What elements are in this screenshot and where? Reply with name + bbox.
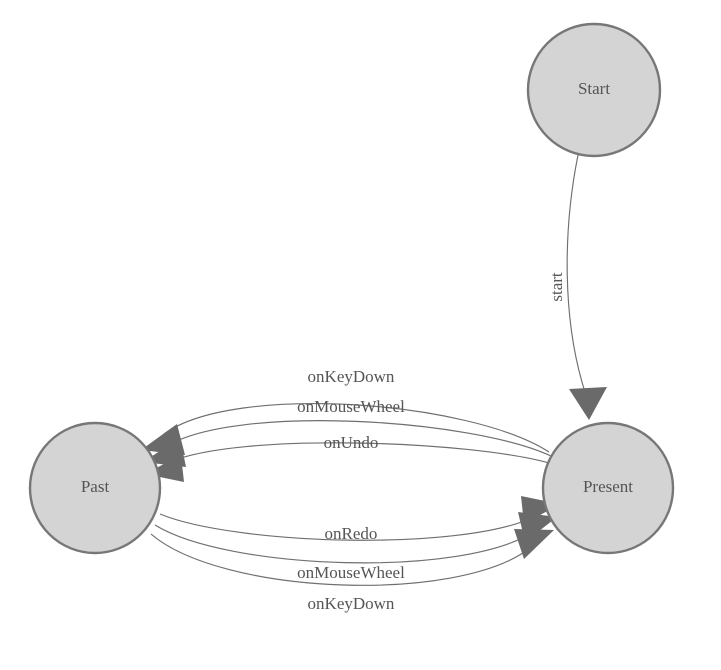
node-present[interactable]: Present <box>541 421 675 555</box>
node-start-label: Start <box>578 79 610 98</box>
edge-label-undo-undo: onUndo <box>324 433 379 452</box>
node-past[interactable]: Past <box>28 421 162 555</box>
arrowhead-redo-keydown <box>514 529 554 559</box>
edge-start-to-present[interactable] <box>566 154 607 420</box>
edge-past-to-present-keydown[interactable] <box>150 529 554 586</box>
edge-label-undo-keydown: onKeyDown <box>308 367 395 386</box>
edge-path-start <box>566 154 586 393</box>
edge-path-redo-keydown <box>150 533 531 586</box>
node-group: Start Past Present <box>28 22 675 555</box>
edge-path-undo-mousewheel <box>166 420 552 457</box>
node-present-circle <box>541 421 675 555</box>
edge-path-redo-redo <box>159 513 537 541</box>
node-start[interactable]: Start <box>526 22 662 158</box>
edge-path-undo-keydown <box>163 403 550 453</box>
node-past-circle <box>28 421 162 555</box>
edge-label-redo-mousewheel: onMouseWheel <box>297 563 405 582</box>
edge-label-redo-keydown: onKeyDown <box>308 594 395 613</box>
edge-label-undo-mousewheel: onMouseWheel <box>297 397 405 416</box>
edge-label-redo-redo: onRedo <box>325 524 378 543</box>
edge-label-group: start onKeyDown onMouseWheel onUndo onRe… <box>297 272 566 613</box>
arrowhead-start <box>569 387 607 420</box>
node-past-label: Past <box>81 477 110 496</box>
edge-group <box>141 154 607 586</box>
edge-path-undo-undo <box>169 442 550 464</box>
edge-path-redo-mousewheel <box>154 524 534 564</box>
node-present-label: Present <box>583 477 633 496</box>
node-start-circle <box>526 22 662 158</box>
edge-label-start: start <box>547 272 566 302</box>
